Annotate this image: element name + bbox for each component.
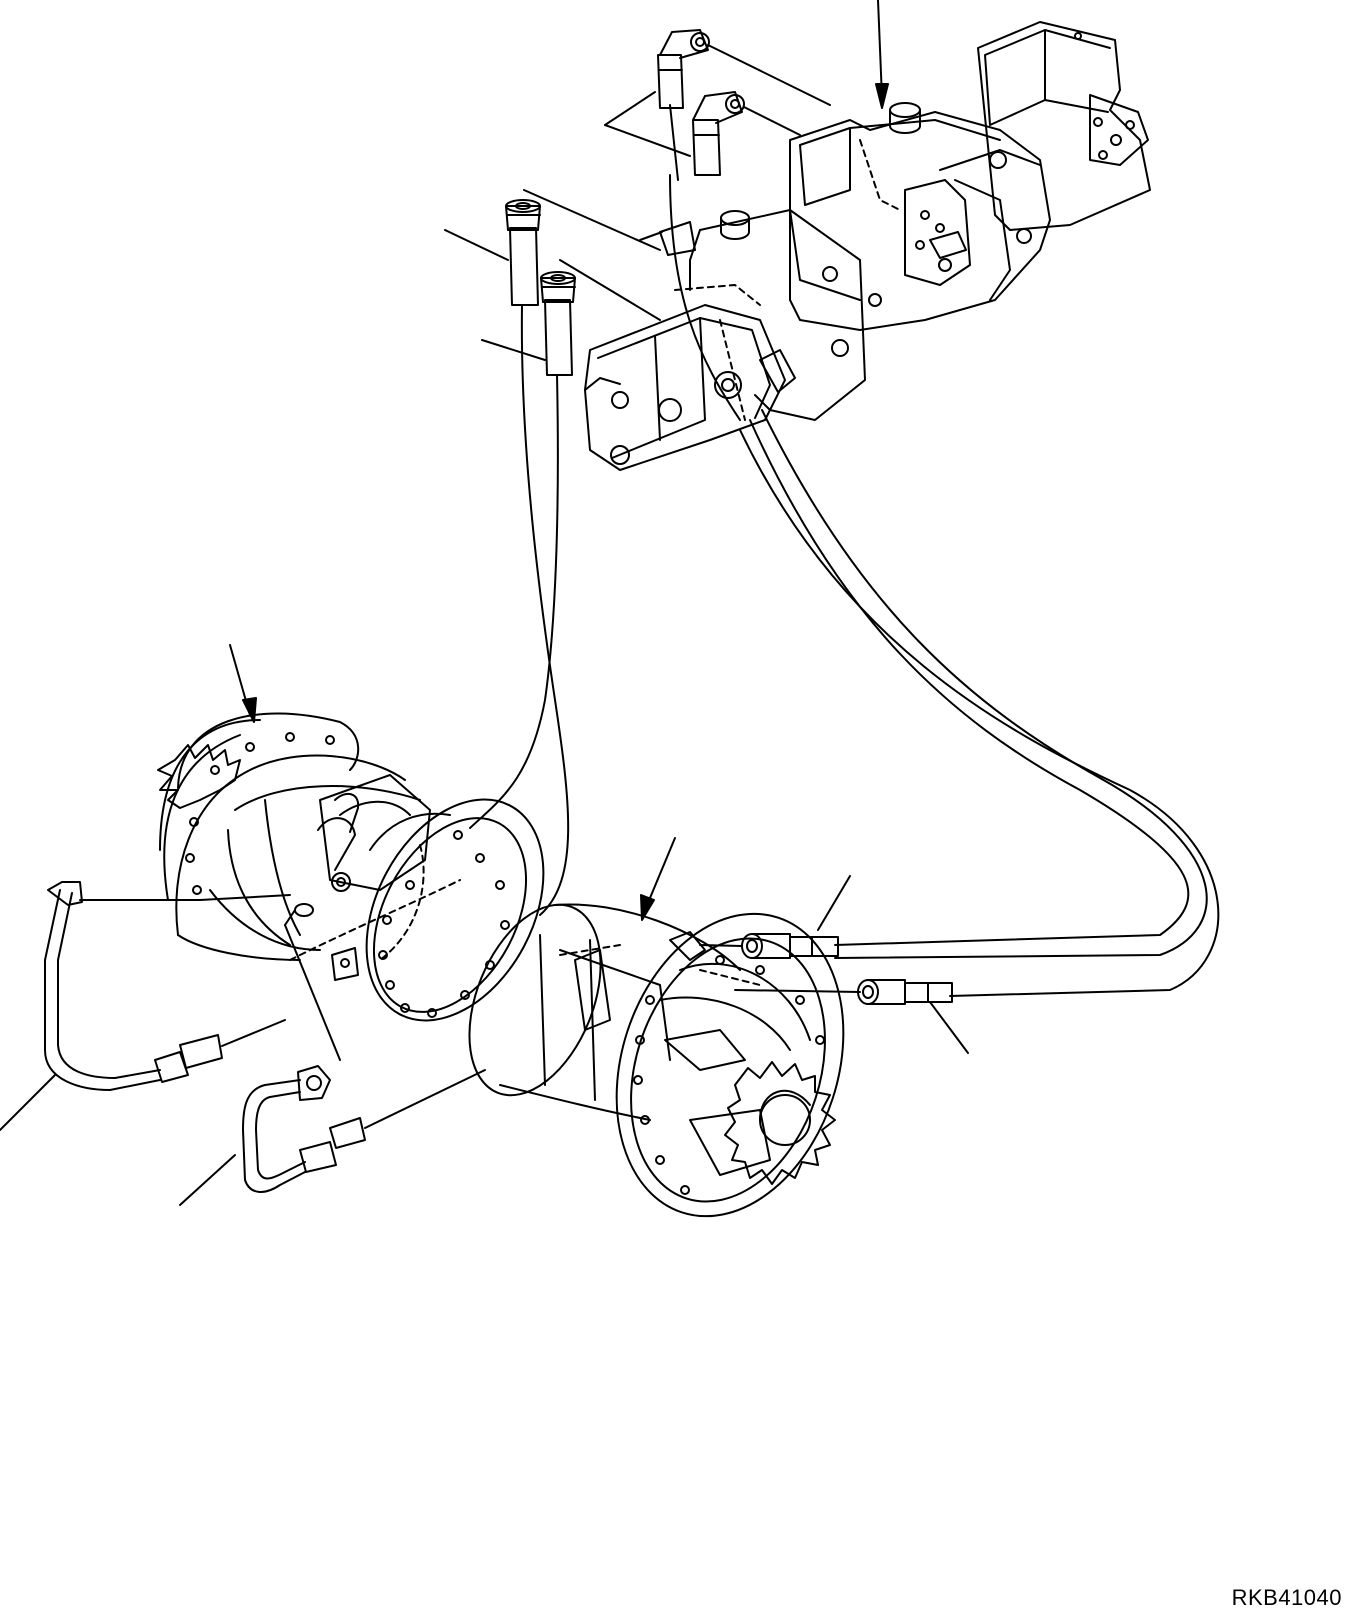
left-travel-motor xyxy=(157,712,545,1022)
hose-drain-right xyxy=(469,374,559,829)
hose-main-left xyxy=(749,409,1208,959)
right-travel-motor xyxy=(468,903,845,1218)
pilot-tube-lower xyxy=(179,924,486,1206)
pilot-tube-upper xyxy=(0,881,291,1131)
straight-fittings xyxy=(444,189,661,376)
pointer-arrow-right-motor xyxy=(640,837,676,921)
hose-pilot-upper xyxy=(669,174,741,421)
hydraulic-pump-assembly xyxy=(584,21,1151,471)
pointer-arrow-left-motor xyxy=(229,644,257,723)
elbow-fittings xyxy=(604,29,831,181)
pointer-arrow-pump xyxy=(875,0,889,109)
hose-main-right xyxy=(739,429,1220,997)
figure-code: RKB41040 xyxy=(1231,1585,1342,1610)
hose-drain-left xyxy=(520,304,570,916)
hose-fittings-right-motor xyxy=(699,875,969,1054)
